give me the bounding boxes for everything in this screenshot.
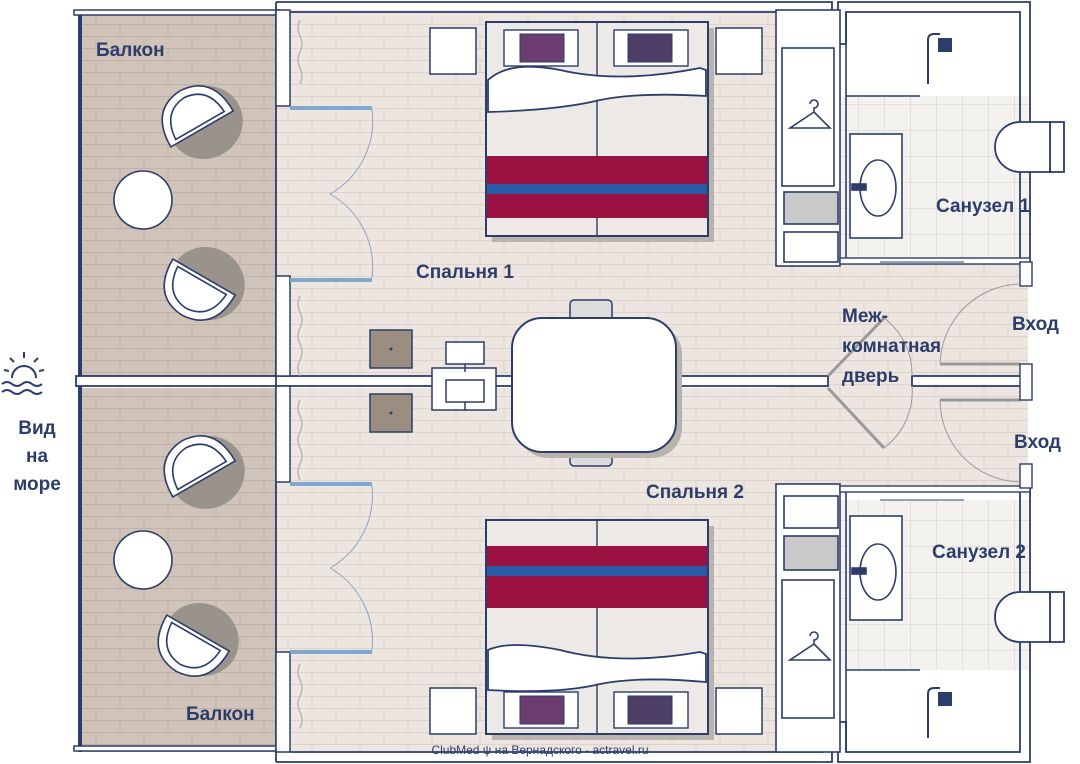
bedroom-2-label: Спальня 2 xyxy=(646,482,744,503)
balcony-bottom xyxy=(80,388,276,752)
bed-1 xyxy=(429,21,763,242)
hanger-icon xyxy=(787,99,832,129)
desk xyxy=(431,341,497,411)
toilet-icon xyxy=(994,591,1065,643)
window-walls xyxy=(275,9,372,753)
balcony-furniture-top xyxy=(113,85,245,321)
sea-view-label-line3: море xyxy=(13,474,61,495)
entrance-2-label: Вход xyxy=(1014,432,1061,453)
balcony-top xyxy=(80,10,276,377)
interior-door-label-line1: Меж- xyxy=(842,306,888,327)
sun-sea-icon xyxy=(1,352,45,395)
toilet-icon xyxy=(994,121,1065,173)
dining-table xyxy=(511,299,682,467)
bed-2 xyxy=(429,519,763,740)
sea-view-label-line1: Вид xyxy=(18,418,56,439)
sink-icon xyxy=(849,515,903,621)
interior-door-label-line3: дверь xyxy=(842,366,900,387)
interior-door xyxy=(826,316,913,450)
hanger-icon xyxy=(787,631,832,661)
monitor-icon xyxy=(445,379,485,410)
balcony-bottom-label: Балкон xyxy=(186,704,255,725)
interior-door-label-line2: комнатная xyxy=(842,336,942,357)
bedroom-1-label: Спальня 1 xyxy=(416,262,514,283)
footer-credit: ClubMed ψ на Вернадского · actravel.ru xyxy=(431,743,649,757)
shower-icon xyxy=(927,33,952,84)
entrance-doors xyxy=(939,261,1033,489)
sink-icon xyxy=(849,133,903,239)
sea-view-label-line2: на xyxy=(25,446,49,467)
wardrobes xyxy=(775,9,841,753)
balcony-top-label: Балкон xyxy=(96,40,165,61)
shower-icon xyxy=(927,687,952,738)
balcony-furniture-bottom xyxy=(113,435,245,677)
balcony-door-swings xyxy=(329,109,374,651)
bathroom-1-label: Санузел 1 xyxy=(936,196,1030,217)
entrance-1-label: Вход xyxy=(1012,314,1059,335)
stools xyxy=(369,329,413,433)
bathroom-2-label: Санузел 2 xyxy=(932,542,1026,563)
monitor-icon xyxy=(445,341,485,372)
bathroom-walls xyxy=(845,12,920,752)
